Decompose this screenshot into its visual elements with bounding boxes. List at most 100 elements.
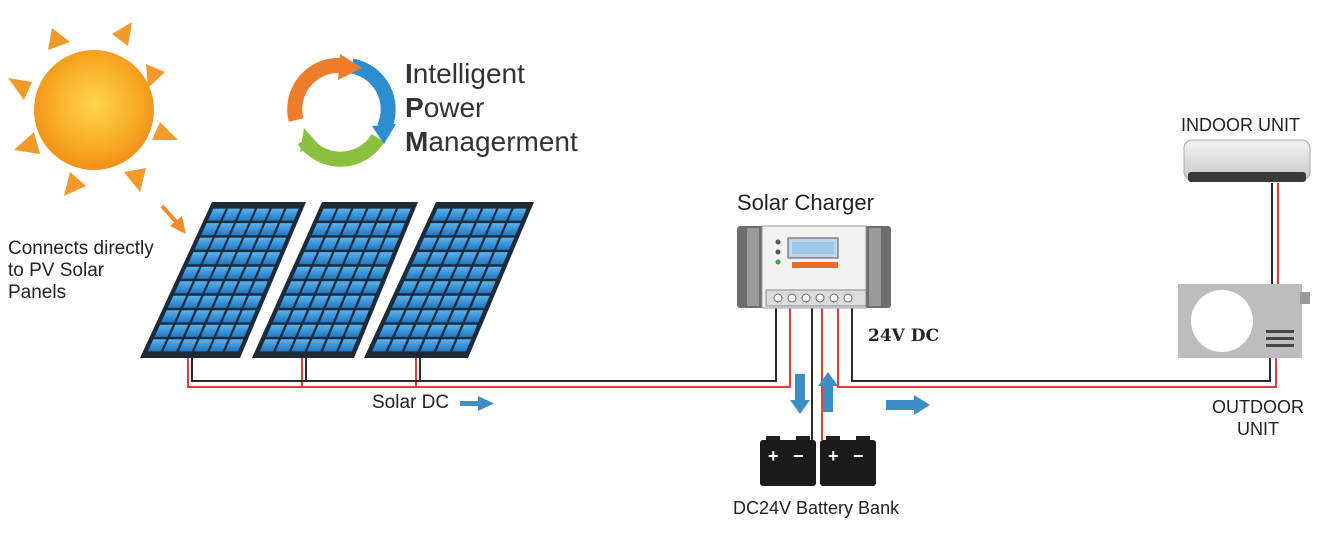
solar-cell (237, 208, 255, 221)
battery-plus-label: + (768, 446, 779, 466)
solar-cell (266, 208, 285, 221)
solar-cell (410, 324, 430, 337)
solar-cell (316, 281, 335, 294)
solar-cell (344, 252, 363, 265)
solar-cell (378, 324, 398, 337)
solar-cell (347, 281, 366, 294)
solar-cell (256, 266, 275, 279)
solar-cell (250, 281, 268, 294)
solar-cell (394, 324, 414, 337)
solar-cell (372, 223, 390, 236)
solar-cell (310, 295, 329, 308)
solar-cell (169, 324, 189, 337)
solar-cell (282, 324, 301, 337)
solar-cell (465, 237, 484, 250)
solar-cell (178, 339, 198, 352)
solar-cell (433, 310, 452, 323)
solar-cell (219, 281, 238, 294)
solar-cell (207, 310, 226, 323)
solar-cell (414, 281, 434, 294)
solar-cell (452, 266, 471, 279)
solar-cell (439, 295, 459, 308)
solar-cell (224, 237, 243, 250)
solar-cell (461, 281, 481, 294)
solar-cell (196, 266, 215, 279)
solar-cell (154, 324, 173, 337)
solar-cell (243, 295, 262, 308)
solar-cell (307, 266, 326, 279)
solar-cell (279, 295, 298, 308)
solar-cell (353, 266, 372, 279)
solar-cell (194, 237, 213, 250)
solar-cell (147, 339, 167, 352)
solar-cell (464, 310, 484, 323)
solar-cell (209, 237, 228, 250)
solar-cell (335, 310, 354, 323)
solar-cell (266, 324, 285, 337)
solar-cell (449, 237, 468, 250)
solar-cell (421, 266, 440, 279)
solar-panel (364, 202, 534, 358)
solar-panels (140, 202, 534, 358)
solar-cell (209, 339, 228, 352)
solar-cell (217, 252, 236, 265)
solar-cell (313, 252, 333, 265)
solar-cell (322, 339, 342, 352)
solar-cell (253, 237, 272, 250)
solar-cell (477, 208, 497, 221)
solar-cell (329, 252, 348, 265)
solar-cell (368, 266, 387, 279)
solar-cell (474, 252, 493, 265)
solar-cell (430, 281, 449, 294)
solar-cell (322, 266, 341, 279)
solar-panel (140, 202, 306, 358)
solar-cell (268, 237, 287, 250)
solar-cell (226, 266, 245, 279)
flow-arrow-to-battery (790, 374, 810, 414)
solar-cell (176, 310, 195, 323)
logo-text-line-2: Power (405, 92, 485, 123)
solar-cell (213, 295, 232, 308)
solar-cell (432, 208, 451, 221)
solar-cell (392, 295, 411, 308)
solar-cell (245, 223, 264, 236)
flow-arrow-to-load (886, 395, 930, 415)
solar-cell (398, 281, 418, 294)
solar-cell (483, 266, 502, 279)
solar-cell (181, 266, 200, 279)
solar-cell (388, 339, 407, 352)
solar-cell (363, 208, 381, 221)
solar-cell (204, 281, 223, 294)
solar-cell (445, 281, 465, 294)
solar-cell (313, 324, 332, 337)
solar-cell (228, 295, 247, 308)
battery-minus-label: − (853, 446, 864, 466)
solar-cell (447, 208, 466, 221)
solar-cell (489, 252, 508, 265)
solar-cell (294, 295, 314, 308)
solar-cell (387, 223, 405, 236)
solar-cell (401, 310, 421, 323)
solar-cell (237, 310, 256, 323)
solar-cell (304, 310, 323, 323)
solar-cell (311, 223, 330, 236)
solar-cell (393, 208, 411, 221)
solar-cell (405, 266, 424, 279)
solar-cell (332, 281, 351, 294)
sun-note-line: Panels (8, 282, 67, 303)
logo-text-line-3: Managerment (405, 126, 578, 157)
solar-cell (291, 339, 310, 352)
solar-cell (356, 295, 375, 308)
solar-cell (326, 223, 345, 236)
sun-note: Connects directly to PV Solar Panels (8, 238, 154, 304)
solar-cell (239, 237, 257, 250)
solar-cell (341, 223, 360, 236)
solar-cell (338, 339, 357, 352)
solar-cell (222, 310, 241, 323)
solar-cell (359, 252, 378, 265)
solar-cell (247, 252, 266, 265)
wiring (187, 183, 1279, 440)
battery (820, 436, 876, 486)
solar-cell (320, 237, 339, 250)
